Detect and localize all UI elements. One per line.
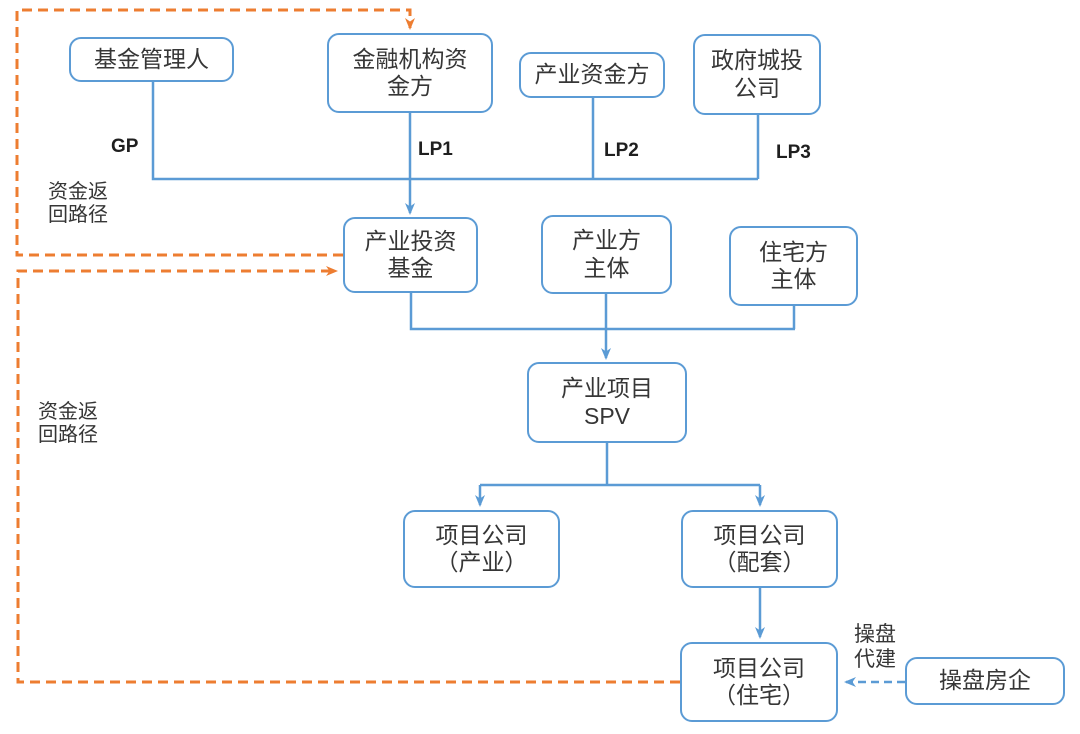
node-label: 基金管理人 <box>94 46 209 72</box>
return-path-label-top: 资金返 回路径 <box>48 181 108 228</box>
lp1-label: LP1 <box>418 139 453 160</box>
node-label: 产业方 <box>572 228 641 254</box>
annotation-line: 操盘 <box>854 622 896 646</box>
node-label: 政府城投 <box>711 48 803 74</box>
lp2-label: LP2 <box>604 140 639 161</box>
node-fund-manager: 基金管理人 <box>69 37 234 82</box>
node-industry-entity: 产业方 主体 <box>541 215 672 294</box>
node-industry-capital-lp: 产业资金方 <box>519 52 665 98</box>
node-financial-institution-lp: 金融机构资 金方 <box>327 33 493 113</box>
node-label: 主体 <box>583 255 630 281</box>
node-label: 项目公司 <box>435 522 528 548</box>
lp3-label: LP3 <box>776 142 811 163</box>
node-industry-project-spv: 产业项目 SPV <box>527 362 687 443</box>
node-label: 产业投资 <box>364 228 457 254</box>
return-path-residential-to-fund <box>16 266 680 684</box>
annotation-line: 回路径 <box>38 424 98 447</box>
node-label: 操盘房企 <box>939 668 1031 694</box>
node-project-company-industry: 项目公司 （产业） <box>403 510 560 588</box>
node-residential-entity: 住宅方 主体 <box>729 226 858 306</box>
node-label: 项目公司 <box>713 655 805 681</box>
node-industry-investment-fund: 产业投资 基金 <box>343 217 478 293</box>
annotation-line: 资金返 <box>48 181 108 203</box>
node-label: 主体 <box>770 267 817 292</box>
annotation-line: 回路径 <box>48 204 108 227</box>
node-label: 产业项目 <box>561 376 653 402</box>
return-path-label-bottom: 资金返 回路径 <box>38 401 98 448</box>
node-label: 产业资金方 <box>534 62 650 88</box>
node-label: 公司 <box>734 75 780 101</box>
annotation-line: 代建 <box>854 646 896 671</box>
node-project-company-supporting: 项目公司 （配套） <box>681 510 838 588</box>
gp-label: GP <box>111 136 139 157</box>
node-label: SPV <box>583 402 631 429</box>
node-label: （住宅） <box>713 683 805 708</box>
node-label: 住宅方 <box>759 239 828 265</box>
edge-fund-to-bus <box>409 293 795 331</box>
node-label: 基金 <box>387 256 434 281</box>
node-label: 金融机构资 <box>352 46 468 72</box>
operate-build-label: 操盘 代建 <box>854 622 896 671</box>
node-label: （配套） <box>713 550 806 575</box>
edge-gp-trunk <box>151 82 758 181</box>
return-path-fund-to-financial-lp <box>15 8 415 257</box>
node-operating-developer: 操盘房企 <box>905 657 1065 705</box>
node-label: 项目公司 <box>713 522 806 548</box>
node-label: （产业） <box>435 550 528 575</box>
node-label: 金方 <box>387 74 433 99</box>
node-project-company-residential: 项目公司 （住宅） <box>680 642 838 722</box>
node-government-urban-investment: 政府城投 公司 <box>693 34 821 115</box>
annotation-line: 资金返 <box>38 401 98 423</box>
